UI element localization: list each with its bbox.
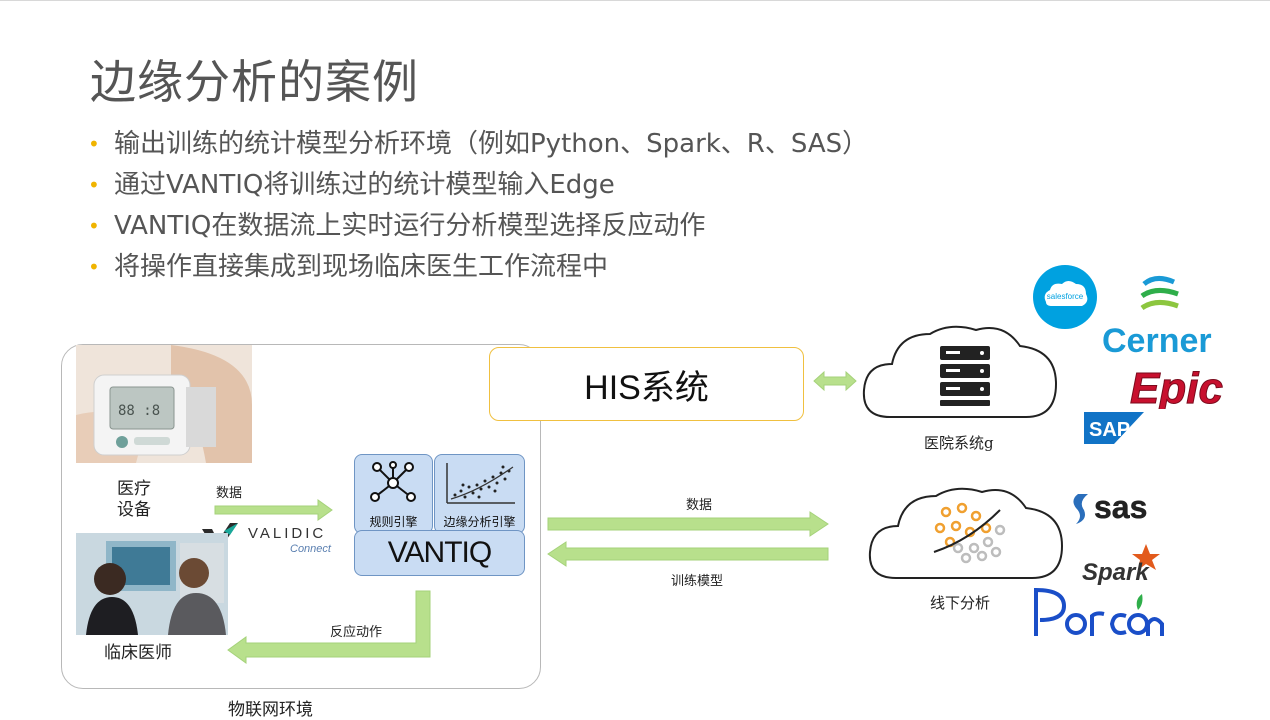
data-cluster-icon bbox=[933, 502, 1006, 564]
cerner-logo: Cerner bbox=[1102, 276, 1212, 358]
clinician-photo bbox=[76, 533, 228, 635]
spark-logo: Spark bbox=[1082, 544, 1160, 586]
svg-text:Cerner: Cerner bbox=[1102, 322, 1212, 358]
svg-text:SAP: SAP bbox=[1089, 419, 1130, 441]
top-rule bbox=[0, 0, 1270, 1]
server-icon bbox=[940, 346, 990, 406]
svg-text:sas: sas bbox=[1094, 489, 1147, 525]
clinician-label: 临床医师 bbox=[104, 643, 172, 663]
svg-text:salesforce: salesforce bbox=[1047, 292, 1084, 301]
epic-logo: Epic bbox=[1130, 364, 1224, 410]
training-model-label: 训练模型 bbox=[671, 574, 724, 589]
data-arrow-to-engine bbox=[214, 499, 333, 521]
svg-text:Spark: Spark bbox=[1082, 559, 1150, 586]
his-system-label: HIS系统 bbox=[584, 368, 709, 407]
rule-engine-box: 规则引擎 bbox=[354, 454, 433, 534]
sas-logo: sas bbox=[1070, 486, 1174, 530]
validic-logo: VALIDIC Connect bbox=[200, 519, 340, 559]
bullet-item: •VANTIQ在数据流上实时运行分析模型选择反应动作 bbox=[88, 206, 868, 247]
his-double-arrow bbox=[813, 370, 857, 392]
bullet-item: •输出训练的统计模型分析环境（例如Python、Spark、R、SAS） bbox=[88, 124, 868, 165]
bullet-item: •将操作直接集成到现场临床医生工作流程中 bbox=[88, 247, 868, 288]
svg-text:88 :8: 88 :8 bbox=[118, 403, 160, 419]
data-arrow-to-cloud bbox=[547, 511, 829, 537]
porcana-logo bbox=[1034, 587, 1164, 636]
medical-device-photo: 88 :8 bbox=[76, 345, 252, 463]
scatter-plot-icon bbox=[446, 463, 515, 504]
bullet-dot-icon: • bbox=[88, 214, 100, 238]
edge-analytics-engine-box: 边缘分析引擎 bbox=[434, 454, 525, 534]
data-to-engine-label: 数据 bbox=[216, 486, 243, 501]
vantiq-logo-box: VANTIQ bbox=[354, 530, 525, 576]
data-to-cloud-label: 数据 bbox=[686, 498, 713, 513]
vantiq-logo-text: VANTIQ bbox=[387, 536, 492, 569]
network-graph-icon bbox=[370, 461, 416, 502]
bullet-item: •通过VANTIQ将训练过的统计模型输入Edge bbox=[88, 165, 868, 206]
his-system-box: HIS系统 bbox=[489, 347, 804, 421]
offline-analysis-label: 线下分析 bbox=[930, 594, 991, 612]
salesforce-logo: salesforce bbox=[1033, 265, 1097, 329]
slide-title: 边缘分析的案例 bbox=[90, 55, 419, 109]
sap-logo: SAP bbox=[1084, 412, 1144, 444]
bullet-dot-icon: • bbox=[88, 255, 100, 279]
reaction-arrow bbox=[227, 590, 431, 664]
hospital-system-label: 医院系统g bbox=[924, 434, 994, 452]
bullet-list: •输出训练的统计模型分析环境（例如Python、Spark、R、SAS） •通过… bbox=[88, 124, 868, 288]
bullet-dot-icon: • bbox=[88, 132, 100, 156]
medical-device-label: 医疗 设备 bbox=[117, 479, 151, 520]
training-arrow-back bbox=[547, 541, 829, 567]
reaction-label: 反应动作 bbox=[330, 625, 383, 640]
svg-text:Epic: Epic bbox=[1130, 364, 1223, 409]
bullet-dot-icon: • bbox=[88, 173, 100, 197]
